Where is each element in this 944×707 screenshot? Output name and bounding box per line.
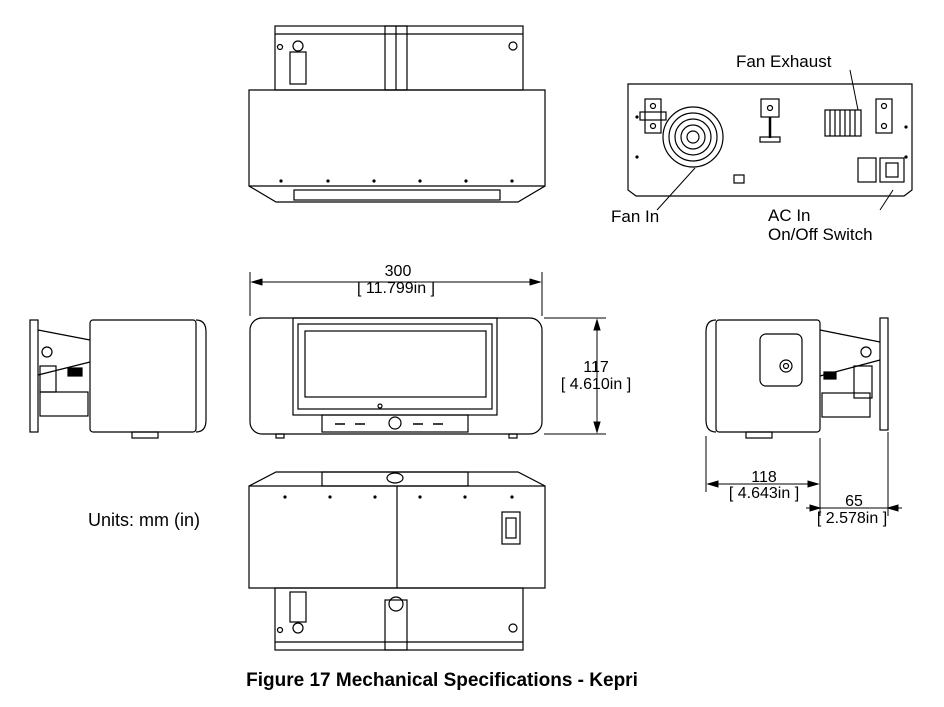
bottom-view — [248, 471, 546, 651]
fan-exhaust-label: Fan Exhaust — [736, 52, 832, 71]
front-view — [249, 272, 606, 439]
depth-mm-label: 118 — [751, 469, 777, 486]
fan-in-label: Fan In — [611, 207, 659, 226]
height-mm-label: 117 — [583, 359, 609, 376]
height-in-label: [ 4.610in ] — [561, 376, 631, 393]
height-dimension — [544, 317, 606, 435]
left-side-view — [29, 319, 207, 439]
fan-grille — [662, 106, 724, 168]
bracket-mm-label: 65 — [845, 493, 863, 510]
depth-dimension — [705, 432, 902, 516]
depth-in-label: [ 4.643in ] — [729, 485, 799, 502]
ac-in-label: AC In — [768, 206, 811, 225]
units-label: Units: mm (in) — [88, 510, 200, 530]
on-off-switch-label: On/Off Switch — [768, 225, 873, 244]
width-mm-label: 300 — [385, 263, 412, 280]
rear-view — [627, 69, 913, 211]
top-view — [248, 25, 546, 203]
bracket-in-label: [ 2.578in ] — [817, 510, 887, 527]
width-in-label: [ 11.799in ] — [357, 280, 435, 297]
width-dimension — [249, 272, 543, 316]
exhaust-vents — [824, 109, 862, 137]
right-side-view — [705, 317, 902, 516]
figure-caption: Figure 17 Mechanical Specifications - Ke… — [246, 670, 638, 691]
